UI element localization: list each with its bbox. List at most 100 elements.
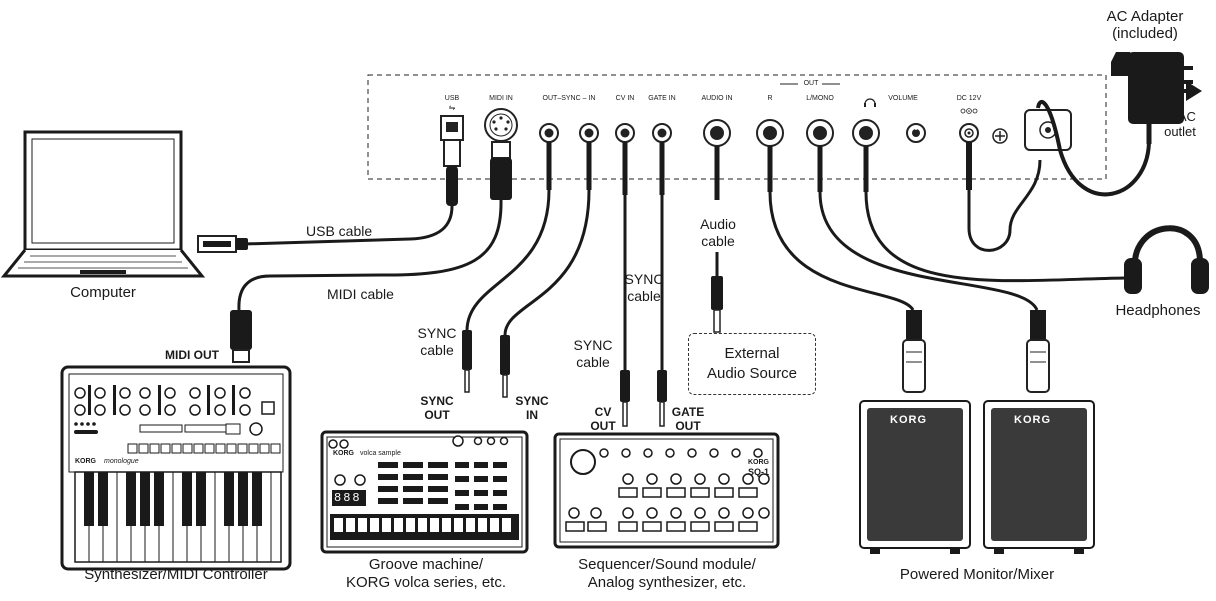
sync-in-line1: SYNC bbox=[515, 394, 549, 408]
port-label-out-r: R bbox=[767, 95, 773, 102]
polarity-icon bbox=[960, 108, 978, 114]
groove-caption-line1: Groove machine/ bbox=[368, 556, 484, 573]
sequencer-caption-line1: Sequencer/Sound module/ bbox=[578, 556, 756, 573]
midi-in-port bbox=[484, 108, 518, 142]
monitor-plug-1 bbox=[902, 310, 926, 393]
port-label-audio-in: AUDIO IN bbox=[701, 95, 733, 102]
cable-hook bbox=[1024, 109, 1072, 151]
ground-screw bbox=[992, 128, 1008, 144]
ac-adapter-label-line1: AC Adapter bbox=[1106, 8, 1184, 25]
to-ac-line2: outlet bbox=[1164, 124, 1196, 139]
dc-cable bbox=[967, 159, 1042, 252]
sync-in-cable bbox=[503, 189, 591, 336]
audio-cable-label: Audio cable bbox=[690, 216, 746, 250]
groove-caption-line2: KORG volca series, etc. bbox=[345, 574, 507, 591]
sync-out-line2: OUT bbox=[424, 408, 450, 422]
audio-plug-source bbox=[711, 276, 723, 333]
monitor-left-icon bbox=[859, 400, 971, 554]
monitor-right-brand: KORG bbox=[1014, 414, 1051, 426]
sync-in-line2: IN bbox=[526, 408, 538, 422]
out-l-cable bbox=[818, 191, 1039, 311]
mini-plug-cv-out bbox=[620, 370, 630, 427]
volume-knob bbox=[906, 123, 926, 143]
port-label-gate-in: GATE IN bbox=[648, 95, 676, 102]
usb-cable-label: USB cable bbox=[306, 223, 373, 239]
volca-brand-label: KORG bbox=[333, 450, 354, 457]
jack-out-lmono bbox=[806, 119, 834, 147]
sequencer-caption: Sequencer/Sound module/ Analog synthesiz… bbox=[556, 556, 778, 592]
sync-cable-top-line1: SYNC bbox=[624, 271, 664, 287]
ac-adapter-label: AC Adapter (included) bbox=[1095, 8, 1195, 42]
jack-gate-in bbox=[652, 123, 672, 143]
jack-cv-in bbox=[615, 123, 635, 143]
port-label-cv-in: CV IN bbox=[615, 95, 635, 102]
external-source-line1: External bbox=[724, 345, 780, 362]
mini-plug-sync-in bbox=[500, 335, 510, 398]
headphone-cable bbox=[864, 191, 1126, 283]
usb-port bbox=[440, 115, 464, 141]
ac-cable bbox=[1036, 100, 1151, 197]
mini-plug-gate-out bbox=[657, 370, 667, 427]
sync-cable-left-line1: SYNC bbox=[417, 325, 457, 341]
sequencer-icon bbox=[553, 432, 780, 549]
jack-headphones bbox=[852, 119, 880, 147]
sync-cable-mid-line2: cable bbox=[576, 354, 610, 370]
audio-cable-line1: Audio bbox=[700, 216, 736, 232]
sequencer-caption-line2: Analog synthesizer, etc. bbox=[587, 574, 747, 591]
external-source-line2: Audio Source bbox=[706, 365, 798, 382]
usb-cable bbox=[243, 205, 454, 246]
arrow-right-icon bbox=[1150, 81, 1202, 101]
midi-plug-out bbox=[230, 310, 252, 363]
port-label-dc12v: DC 12V bbox=[956, 95, 982, 102]
midi-cable bbox=[237, 199, 503, 311]
sync-cable-label-mid: SYNC cable bbox=[566, 337, 620, 371]
midi-plug-panel bbox=[490, 141, 512, 200]
jack-sync-in bbox=[579, 123, 599, 143]
synth-model-label: monologue bbox=[104, 458, 139, 465]
external-audio-source-box: External Audio Source bbox=[688, 333, 816, 395]
port-label-out-lmono: L/MONO bbox=[806, 95, 834, 102]
sync-in-label: SYNC IN bbox=[510, 394, 554, 422]
computer-icon bbox=[0, 130, 206, 278]
computer-caption: Computer bbox=[70, 284, 136, 301]
jack-out-r bbox=[756, 119, 784, 147]
synth-caption: Synthesizer/MIDI Controller bbox=[84, 566, 268, 583]
usb-icon: ⇋ bbox=[448, 103, 456, 112]
to-ac-line1: to AC bbox=[1164, 109, 1196, 124]
midi-out-label: MIDI OUT bbox=[165, 348, 219, 362]
gate-out-label: GATE OUT bbox=[668, 405, 708, 433]
sync-cable-label-top: SYNC cable bbox=[617, 271, 671, 305]
monitor-right-icon bbox=[983, 400, 1095, 554]
port-label-out: OUT bbox=[803, 80, 819, 87]
cv-out-label: CV OUT bbox=[588, 405, 618, 433]
cv-out-line2: OUT bbox=[590, 419, 616, 433]
usb-b-plug bbox=[443, 139, 461, 206]
sync-out-label: SYNC OUT bbox=[415, 394, 459, 422]
dc-jack bbox=[959, 123, 979, 143]
gate-out-line2: OUT bbox=[675, 419, 701, 433]
sync-out-line1: SYNC bbox=[420, 394, 454, 408]
sync-cable-top-line2: cable bbox=[627, 288, 661, 304]
jack-audio-in bbox=[703, 119, 731, 147]
port-label-usb: USB bbox=[444, 95, 460, 102]
port-label-midi-in: MIDI IN bbox=[489, 95, 513, 102]
monitor-caption: Powered Monitor/Mixer bbox=[899, 566, 1055, 583]
sq1-model-label: SQ-1 bbox=[748, 467, 770, 477]
to-ac-outlet-label: to AC outlet bbox=[1150, 109, 1210, 139]
volca-icon bbox=[320, 430, 529, 554]
volca-display: 888 bbox=[334, 491, 362, 505]
port-label-volume: VOLUME bbox=[888, 95, 918, 102]
sync-cable-label-left: SYNC cable bbox=[410, 325, 464, 359]
gate-out-line1: GATE bbox=[671, 405, 705, 419]
sync-out-cable bbox=[465, 189, 551, 331]
audio-cable-line2: cable bbox=[701, 233, 735, 249]
headphone-icon bbox=[864, 98, 876, 107]
sync-cable-mid-line1: SYNC bbox=[573, 337, 613, 353]
cv-out-line1: CV bbox=[594, 405, 612, 419]
synth-brand-label: KORG bbox=[75, 458, 96, 465]
mini-plug-sync-out bbox=[462, 330, 472, 393]
midi-cable-label: MIDI cable bbox=[327, 286, 394, 302]
sq1-brand-label: KORG bbox=[748, 459, 769, 466]
